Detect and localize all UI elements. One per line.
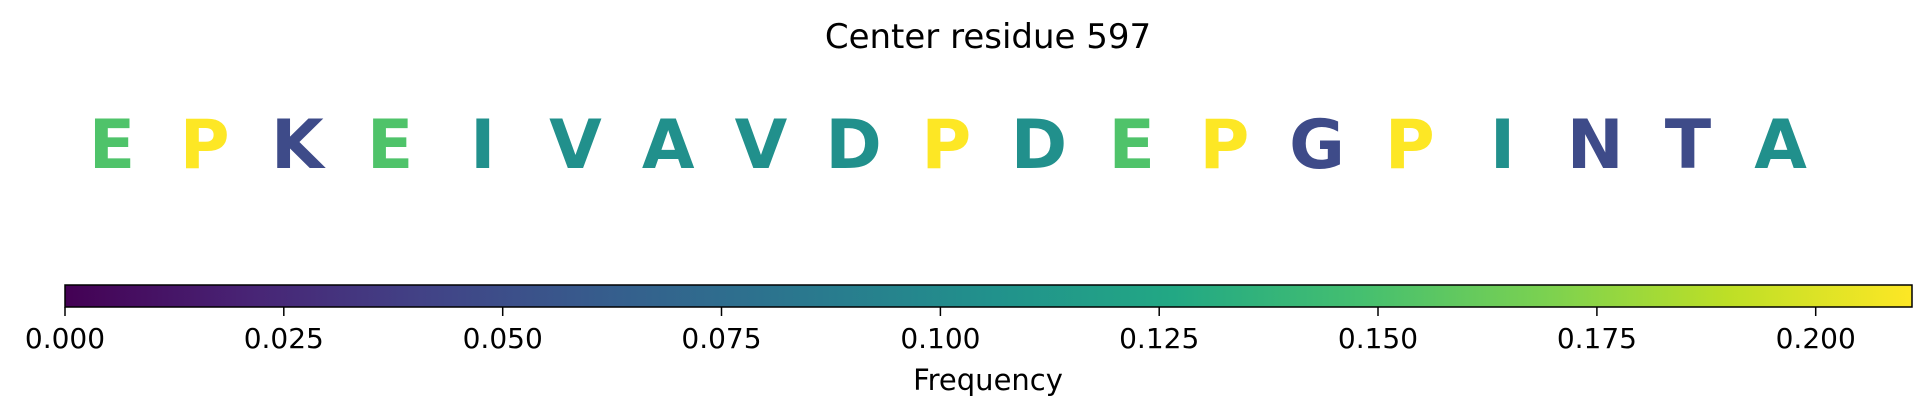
colorbar-tick-label: 0.200 [1776, 322, 1856, 355]
residue-letter: E [89, 106, 135, 185]
colorbar-tick-label: 0.150 [1338, 322, 1418, 355]
colorbar-ticks: 0.000 0.025 0.050 0.075 0.100 0.125 0.150 0.175… [25, 307, 1856, 355]
residue-letter: D [1011, 106, 1067, 185]
residue-letter: D [825, 106, 881, 185]
residue-letter: P [180, 106, 230, 185]
colorbar-tick-label: 0.075 [681, 322, 761, 355]
colorbar-tick-label: 0.100 [900, 322, 980, 355]
residue-letter: G [1289, 106, 1345, 185]
residue-letter: P [1199, 106, 1249, 185]
residue-letter: E [367, 106, 413, 185]
colorbar-gradient [64, 284, 1913, 308]
colorbar-axis-label: Frequency [913, 363, 1063, 397]
colorbar: 0.000 0.025 0.050 0.075 0.100 0.125 0.150 0.175… [25, 284, 1913, 397]
residue-letter: P [921, 106, 971, 185]
colorbar-tick-label: 0.025 [244, 322, 324, 355]
residue-letter: K [271, 106, 326, 185]
residue-letter: V [549, 106, 602, 185]
residue-letter: T [1665, 106, 1712, 185]
colorbar-tick-label: 0.125 [1119, 322, 1199, 355]
chart-title: Center residue 597 [825, 17, 1151, 57]
residue-letter: A [1754, 106, 1807, 185]
residue-letter: I [1490, 106, 1515, 185]
colorbar-tick-label: 0.050 [463, 322, 543, 355]
residue-letter: E [1108, 106, 1154, 185]
residue-letter: I [470, 106, 495, 185]
residue-letter: N [1567, 106, 1624, 185]
residue-letter: P [1385, 106, 1435, 185]
colorbar-tick-label: 0.175 [1557, 322, 1637, 355]
colorbar-tick-label: 0.000 [25, 322, 105, 355]
residue-letter: A [642, 106, 695, 185]
residue-letter: V [735, 106, 788, 185]
